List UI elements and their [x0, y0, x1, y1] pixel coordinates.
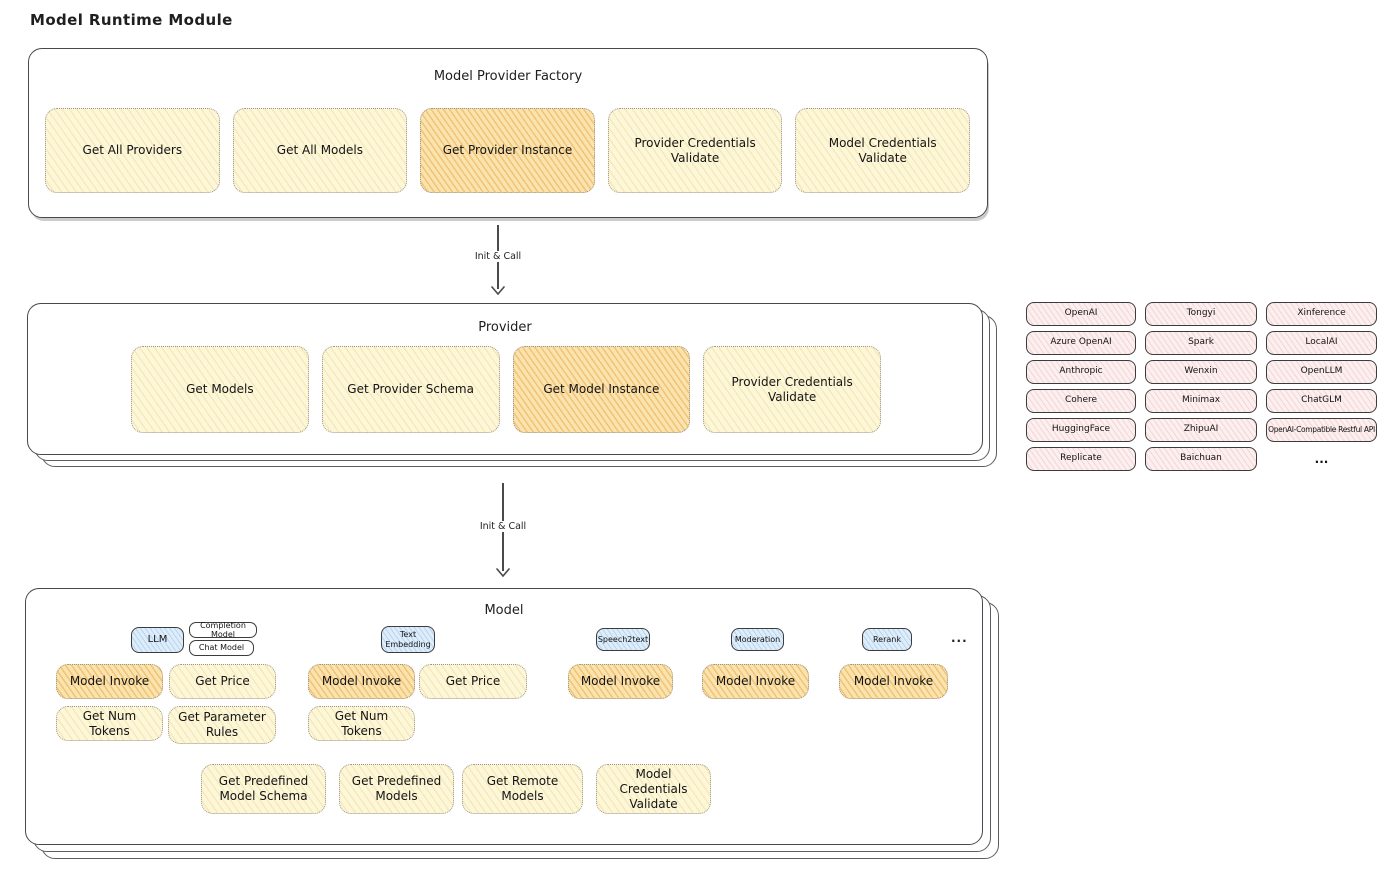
provider-chip-localai: LocalAI	[1266, 331, 1377, 355]
fn-llm-get-parameter-rules: Get Parameter Rules	[168, 706, 276, 744]
provider-item-get-provider-schema: Get Provider Schema	[321, 346, 500, 433]
subtab-chat-model: Chat Model	[189, 640, 254, 656]
fn-get-predefined-model-schema: Get Predefined Model Schema	[201, 764, 326, 814]
provider-chip-azure-openai: Azure OpenAI	[1026, 331, 1136, 355]
factory-row: Get All Providers Get All Models Get Pro…	[45, 108, 970, 193]
diagram-title: Model Runtime Module	[30, 11, 233, 29]
provider-chip-cohere: Cohere	[1026, 389, 1136, 413]
factory-title: Model Provider Factory	[433, 69, 583, 84]
arrow-head-icon	[496, 568, 510, 577]
fn-llm-model-invoke: Model Invoke	[56, 664, 163, 699]
provider-title: Provider	[478, 320, 532, 335]
arrow-label: Init & Call	[475, 521, 531, 532]
provider-chip-zhipuai: ZhipuAI	[1145, 418, 1257, 442]
tabs-ellipsis: ...	[951, 631, 968, 645]
provider-chip-minimax: Minimax	[1145, 389, 1257, 413]
arrow-label: Init & Call	[470, 251, 526, 262]
fn-get-predefined-models: Get Predefined Models	[339, 764, 454, 814]
provider-chip-huggingface: HuggingFace	[1026, 418, 1136, 442]
tab-llm: LLM	[131, 627, 184, 653]
init-call-arrow-2: Init & Call	[475, 483, 531, 577]
fn-get-remote-models: Get Remote Models	[462, 764, 583, 814]
factory-box: Model Provider Factory Get All Providers…	[28, 48, 988, 218]
fn-rerank-model-invoke: Model Invoke	[839, 664, 948, 699]
provider-chip-openllm: OpenLLM	[1266, 360, 1377, 384]
provider-item-get-model-instance: Get Model Instance	[512, 346, 691, 433]
provider-chip-replicate: Replicate	[1026, 447, 1136, 471]
tab-text-embedding: Text Embedding	[381, 626, 435, 653]
provider-item-get-models: Get Models	[131, 346, 309, 433]
providers-grid-ellipsis: ...	[1314, 451, 1329, 466]
provider-box: Provider Get Models Get Provider Schema …	[27, 303, 983, 455]
fn-model-credentials-validate: Model Credentials Validate	[596, 764, 711, 814]
factory-item-get-all-models: Get All Models	[232, 108, 408, 193]
provider-chip-baichuan: Baichuan	[1145, 447, 1257, 471]
factory-item-get-provider-instance: Get Provider Instance	[420, 108, 595, 193]
fn-llm-get-price: Get Price	[169, 664, 276, 699]
arrow-head-icon	[491, 286, 505, 295]
provider-chip-tongyi: Tongyi	[1145, 302, 1257, 326]
init-call-arrow-1: Init & Call	[470, 225, 526, 295]
providers-grid: OpenAI Tongyi Xinference Azure OpenAI Sp…	[1026, 302, 1377, 471]
provider-chip-xinference: Xinference	[1266, 302, 1377, 326]
factory-item-model-credentials-validate: Model Credentials Validate	[795, 108, 970, 193]
fn-text-embedding-get-num-tokens: Get Num Tokens	[308, 706, 415, 741]
provider-chip-openai: OpenAI	[1026, 302, 1136, 326]
fn-speech2text-model-invoke: Model Invoke	[568, 664, 673, 699]
fn-text-embedding-get-price: Get Price	[419, 664, 527, 699]
model-box: Model LLM Completion Model Chat Model Te…	[25, 588, 983, 845]
provider-chip-anthropic: Anthropic	[1026, 360, 1136, 384]
tab-moderation: Moderation	[731, 628, 784, 651]
tab-speech2text: Speech2text	[596, 628, 650, 651]
model-title: Model	[484, 603, 524, 618]
provider-chip-spark: Spark	[1145, 331, 1257, 355]
provider-chip-chatglm: ChatGLM	[1266, 389, 1377, 413]
fn-moderation-model-invoke: Model Invoke	[702, 664, 809, 699]
factory-item-provider-credentials-validate: Provider Credentials Validate	[607, 108, 783, 193]
tab-rerank: Rerank	[862, 628, 912, 651]
fn-llm-get-num-tokens: Get Num Tokens	[56, 706, 163, 741]
provider-chip-openai-compatible: OpenAI-Compatible Restful API	[1266, 418, 1377, 442]
provider-item-provider-credentials-validate: Provider Credentials Validate	[703, 346, 881, 433]
provider-chip-wenxin: Wenxin	[1145, 360, 1257, 384]
provider-row: Get Models Get Provider Schema Get Model…	[131, 346, 881, 433]
subtab-completion-model: Completion Model	[189, 621, 257, 639]
factory-item-get-all-providers: Get All Providers	[45, 108, 220, 193]
fn-text-embedding-model-invoke: Model Invoke	[308, 664, 415, 699]
